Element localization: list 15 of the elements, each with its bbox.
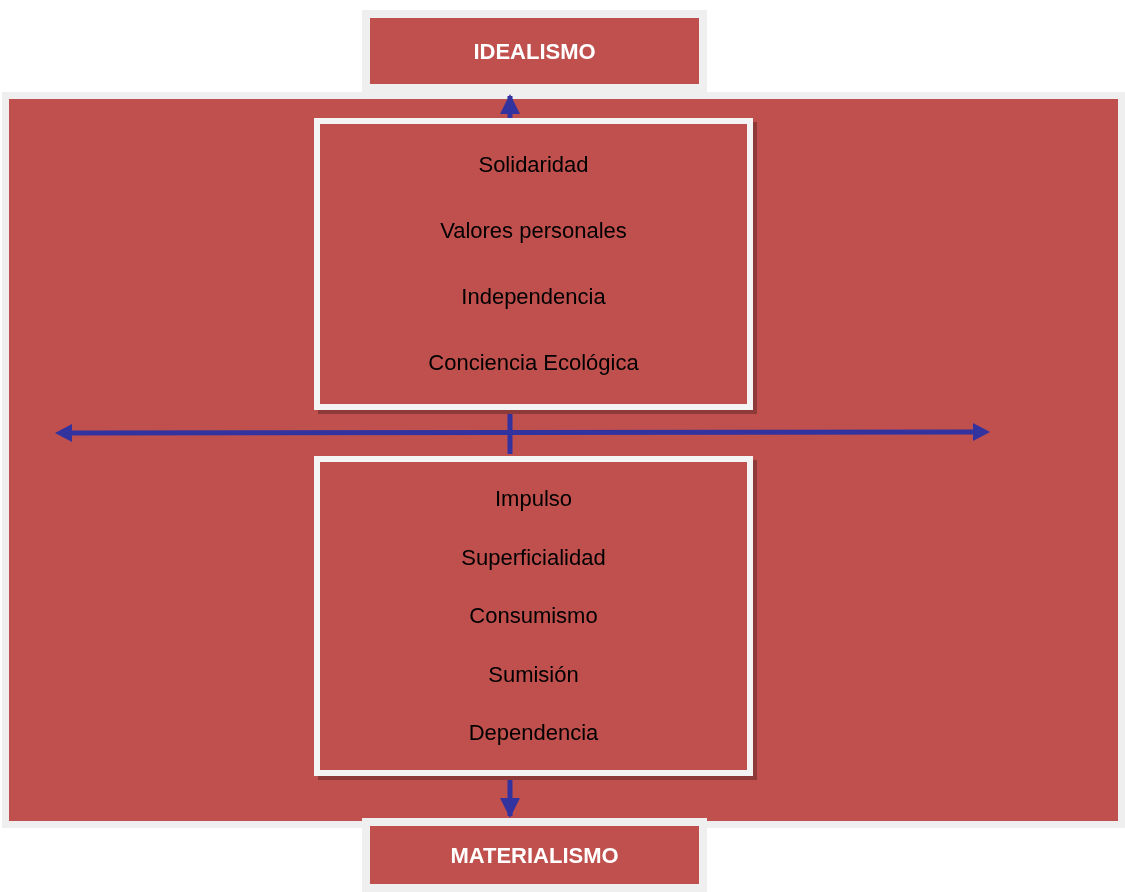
title-label: MATERIALISMO <box>450 841 619 870</box>
list-item: Superficialidad <box>461 543 606 572</box>
title-label: IDEALISMO <box>473 37 596 66</box>
list-item: Independencia <box>461 283 606 311</box>
list-item: Dependencia <box>468 719 599 747</box>
list-item: Sumisión <box>488 660 579 689</box>
list-item: Valores personales <box>440 217 627 245</box>
arrow <box>500 94 520 118</box>
panel-background <box>2 92 1125 828</box>
title-box <box>362 10 707 92</box>
list-item: Solidaridad <box>478 151 589 179</box>
list-item: Conciencia Ecológica <box>428 349 639 377</box>
list-item: Consumismo <box>469 602 598 630</box>
list-item: Impulso <box>494 485 572 513</box>
title-box <box>362 818 707 892</box>
